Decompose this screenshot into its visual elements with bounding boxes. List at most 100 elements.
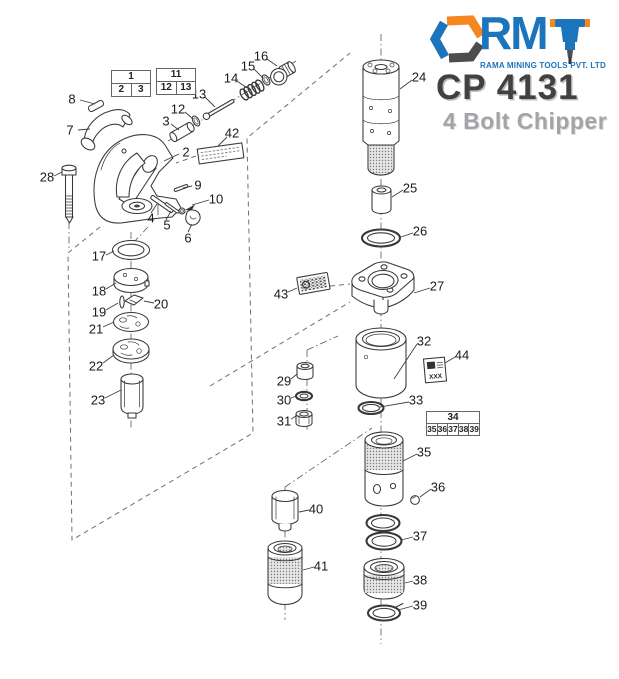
part-41-sleeve-nut	[267, 540, 303, 606]
callout-leader-7	[77, 128, 91, 131]
callout-number-17: 17	[92, 249, 106, 264]
label-44-sticker: XXX	[422, 356, 448, 384]
callout-leader-39	[397, 605, 414, 611]
callout-number-10: 10	[209, 192, 223, 207]
part-33-o-ring	[357, 400, 385, 416]
callout-number-33: 33	[409, 393, 423, 408]
callout-leader-35	[402, 453, 418, 462]
model-number: CP 4131	[436, 68, 579, 107]
callout-leader-21	[102, 321, 115, 328]
rmt-logo-hexagon-icon	[429, 15, 485, 63]
part-23-piston	[120, 373, 144, 419]
callout-number-14: 14	[224, 71, 238, 86]
part-38-chuck-nut	[363, 557, 405, 600]
group-table-valve-cell: 12	[160, 82, 172, 93]
callout-number-24: 24	[412, 70, 426, 85]
callout-leader-24	[399, 79, 413, 90]
callout-number-9: 9	[194, 178, 201, 193]
part-18-valve-chest	[113, 267, 150, 294]
callout-number-22: 22	[89, 359, 103, 374]
label-44-text: XXX	[429, 373, 443, 381]
part-8-handle-pin	[87, 99, 105, 113]
callout-leader-31	[290, 415, 297, 420]
callout-leader-16	[266, 58, 278, 67]
callout-number-40: 40	[309, 502, 323, 517]
part-7-handle	[80, 109, 133, 151]
callout-number-30: 30	[277, 393, 291, 408]
jackhammer-icon	[550, 19, 590, 64]
part-37-retainer-rings	[365, 513, 403, 551]
callout-leader-3	[170, 123, 180, 131]
callout-number-36: 36	[431, 480, 445, 495]
part-21-valve-disc	[112, 311, 150, 333]
callout-number-16: 16	[254, 49, 268, 64]
callout-number-4: 4	[147, 211, 154, 226]
part-24-cylinder	[362, 59, 400, 176]
callout-number-26: 26	[413, 224, 427, 239]
product-name: 4 Bolt Chipper	[443, 108, 608, 134]
part-27-backhead-flange	[351, 261, 415, 315]
callout-leader-29	[290, 373, 298, 380]
callout-number-12: 12	[171, 102, 185, 117]
callout-number-31: 31	[277, 414, 291, 429]
callout-leader-17	[105, 250, 115, 256]
part-9-pin	[173, 184, 189, 192]
callout-leader-12	[184, 111, 194, 120]
callout-number-43: 43	[274, 287, 288, 302]
group-table-backhead-header: 1	[112, 71, 150, 84]
callout-leader-43	[287, 287, 298, 293]
callout-number-32: 32	[417, 334, 431, 349]
part-31-nut	[295, 409, 313, 428]
callout-leader-20	[143, 300, 155, 304]
part-6-trigger-lever	[185, 209, 201, 226]
group-table-chuck-cell: 37	[447, 424, 458, 435]
group-table-chuck-header: 34	[427, 412, 479, 424]
callout-number-6: 6	[184, 231, 191, 246]
callout-leader-9	[182, 185, 193, 189]
callout-number-20: 20	[154, 297, 168, 312]
company-name: RAMA MINING TOOLS PVT. LTD	[480, 61, 606, 70]
label-42-instruction-plate	[196, 142, 245, 165]
part-19-pin	[119, 295, 125, 309]
callout-leader-10	[191, 199, 210, 206]
callout-number-5: 5	[163, 218, 170, 233]
callout-leader-36	[419, 488, 432, 498]
callout-number-7: 7	[66, 123, 73, 138]
callout-leader-23	[104, 389, 122, 399]
callout-leader-38	[404, 580, 414, 584]
group-table-chuck: 34 35 36 37 38 39	[426, 411, 480, 436]
callout-leader-26	[400, 232, 414, 238]
group-table-valve: 11 12 13	[156, 68, 196, 95]
part-36-ball	[410, 495, 420, 505]
group-table-chuck-cell: 35	[427, 424, 437, 434]
part-17-gasket	[111, 239, 151, 261]
callout-number-15: 15	[241, 59, 255, 74]
callout-leader-25	[391, 189, 404, 198]
callout-leader-19	[105, 302, 119, 311]
callout-leader-22	[102, 354, 115, 364]
part-4-trigger-pin	[150, 194, 174, 214]
callout-number-27: 27	[430, 279, 444, 294]
callout-number-21: 21	[89, 322, 103, 337]
callout-number-35: 35	[417, 445, 431, 460]
callout-number-42: 42	[225, 126, 239, 141]
callout-number-3: 3	[162, 114, 169, 129]
callout-number-44: 44	[455, 348, 469, 363]
callout-leader-13	[204, 96, 216, 108]
callout-leader-14	[236, 80, 248, 89]
group-table-chuck-cell: 39	[468, 424, 479, 435]
part-16-plug	[270, 61, 296, 86]
part-20-flat-valve	[124, 294, 144, 306]
brand-rm-text: RM	[479, 7, 549, 59]
arrow-icon	[185, 204, 195, 211]
group-table-chuck-cell: 38	[457, 424, 469, 435]
part-29-nut	[296, 361, 314, 381]
callout-leader-33	[379, 401, 410, 408]
group-table-backhead: 1 2 3	[111, 70, 151, 97]
callout-leader-42	[217, 136, 228, 147]
callout-leader-5	[165, 210, 172, 221]
group-table-backhead-cell: 3	[130, 84, 151, 96]
part-39-lock-ring	[366, 602, 404, 622]
